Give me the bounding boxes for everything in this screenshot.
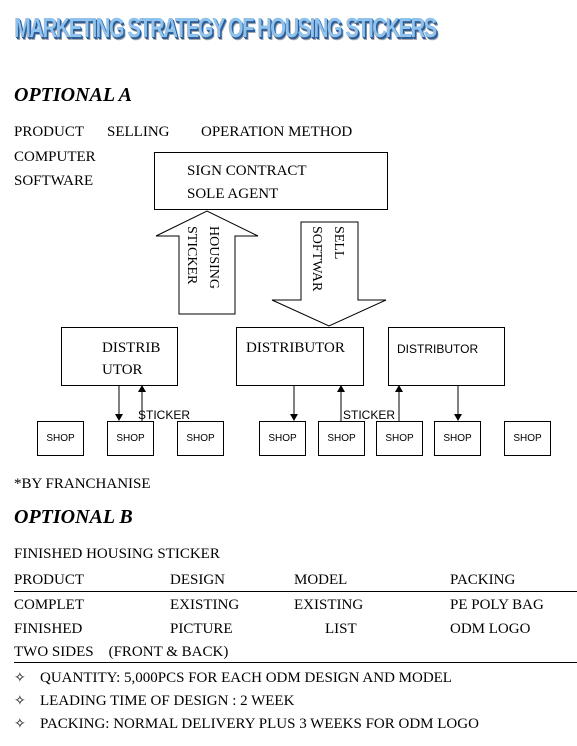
table-header-packing: PACKING xyxy=(450,572,516,588)
shop-box: SHOP xyxy=(259,421,306,456)
shop-box: SHOP xyxy=(376,421,423,456)
optional-b-subtitle: FINISHED HOUSING STICKER xyxy=(14,546,220,562)
table-divider-top xyxy=(14,591,577,592)
flow-diagram-lines xyxy=(115,210,462,421)
sticker-label-2: STICKER xyxy=(343,408,396,422)
up-arrow-shape xyxy=(155,210,259,315)
table-divider-bottom xyxy=(14,662,577,663)
sole-agent-line-1: SIGN CONTRACT xyxy=(187,163,307,179)
up-arrow-label-1: HOUSING xyxy=(206,226,221,289)
distributor-3-label: DISTRIBUTOR xyxy=(397,342,479,356)
col-selling: SELLING xyxy=(107,124,170,140)
row2-packing: ODM LOGO xyxy=(450,621,531,637)
down-arrow-label-1: SELL xyxy=(331,226,346,260)
product-line-2: SOFTWARE xyxy=(14,173,94,189)
bullet-quantity: QUANTITY: 5,000PCS FOR EACH ODM DESIGN A… xyxy=(40,670,452,686)
diamond-bullet-icon: ✧ xyxy=(14,671,26,686)
distributor-box-3: DISTRIBUTOR xyxy=(388,327,505,386)
row1-design: EXISTING xyxy=(170,597,240,613)
distributor-2-label: DISTRIBUTOR xyxy=(246,340,345,356)
row2-design: PICTURE xyxy=(170,621,233,637)
shop-box: SHOP xyxy=(107,421,154,456)
product-line-1: COMPUTER xyxy=(14,149,96,165)
table-header-product: PRODUCT xyxy=(14,572,85,588)
distributor-1-line-2: UTOR xyxy=(102,362,143,378)
col-product: PRODUCT xyxy=(14,124,85,140)
row1-packing: PE POLY BAG xyxy=(450,597,544,613)
distributor-box-2: DISTRIBUTOR xyxy=(236,327,364,386)
distributor-box-1: DISTRIB UTOR xyxy=(61,327,178,386)
col-operation-method: OPERATION METHOD xyxy=(201,124,353,140)
bullet-leading-time: LEADING TIME OF DESIGN : 2 WEEK xyxy=(40,693,295,709)
optional-a-heading: OPTIONAL A xyxy=(14,84,132,106)
up-arrow-label-2: STICKER xyxy=(184,226,199,285)
bullet-packing: PACKING: NORMAL DELIVERY PLUS 3 WEEKS FO… xyxy=(40,716,479,732)
sole-agent-line-2: SOLE AGENT xyxy=(187,186,279,202)
table-header-design: DESIGN xyxy=(170,572,225,588)
diamond-bullet-icon: ✧ xyxy=(14,694,26,709)
row2-product: FINISHED xyxy=(14,621,83,637)
shop-box: SHOP xyxy=(434,421,481,456)
down-arrow-shape xyxy=(271,221,387,327)
row2-model: LIST xyxy=(325,621,357,637)
diamond-bullet-icon: ✧ xyxy=(14,717,26,732)
row1-product: COMPLET xyxy=(14,597,85,613)
sole-agent-box: SIGN CONTRACT SOLE AGENT xyxy=(154,152,388,210)
shop-box: SHOP xyxy=(177,421,224,456)
down-arrow-label-2: SOFTWAR xyxy=(309,226,324,292)
sticker-label-1: STICKER xyxy=(138,408,191,422)
shop-box: SHOP xyxy=(318,421,365,456)
optional-b-heading: OPTIONAL B xyxy=(14,506,133,528)
shop-box: SHOP xyxy=(37,421,84,456)
page-title: MARKETING STRATEGY OF HOUSING STICKERS xyxy=(14,12,437,43)
table-header-model: MODEL xyxy=(294,572,348,588)
row3-product: TWO SIDES (FRONT & BACK) xyxy=(14,644,229,660)
distributor-1-line-1: DISTRIB xyxy=(102,340,161,356)
shop-box: SHOP xyxy=(504,421,551,456)
franchise-footnote: *BY FRANCHANISE xyxy=(14,476,151,492)
row1-model: EXISTING xyxy=(294,597,364,613)
